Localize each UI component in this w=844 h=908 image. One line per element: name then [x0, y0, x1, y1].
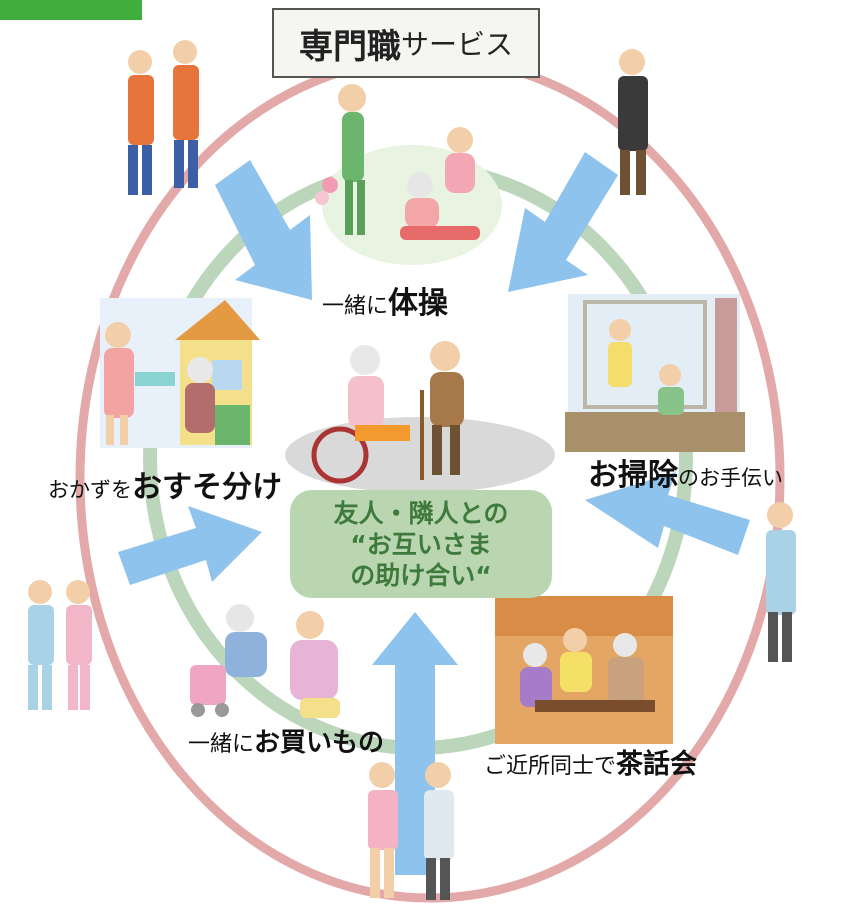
arrow-left [118, 506, 262, 585]
arrow-top-left [215, 160, 312, 300]
share-food-scene-illustration [100, 298, 260, 448]
title-bold: 専門職 [298, 26, 401, 67]
center-line-3: の助け合い“ [350, 560, 492, 590]
arrow-top-right [508, 152, 618, 292]
center-line-1: 友人・隣人との [333, 498, 509, 528]
label-shop-normal: 一緒に [188, 732, 255, 757]
professional-top-right-illustration [618, 49, 648, 195]
label-tea-bold: 茶話会 [616, 749, 698, 780]
shopping-scene-illustration [190, 604, 340, 718]
arrow-bottom [372, 612, 458, 875]
label-clean: お掃除のお手伝い [588, 450, 783, 494]
label-tea-normal: ご近所同士で [484, 754, 617, 779]
label-share-normal: おかずを [48, 478, 132, 502]
caregivers-top-left-illustration [128, 40, 199, 195]
arrow-right [585, 472, 750, 555]
title-box: 専門職サービス [272, 8, 540, 78]
central-couple-illustration [311, 341, 464, 484]
label-shop: 一緒にお買いもの [188, 722, 384, 759]
caregiver-right-illustration [766, 502, 796, 662]
label-exercise-normal: 一緒に [322, 294, 389, 319]
corner-tag [0, 0, 142, 20]
cleaning-scene-illustration [565, 294, 745, 452]
label-exercise: 一緒に体操 [322, 278, 448, 322]
label-tea: ご近所同士で茶話会 [484, 742, 697, 781]
label-share: おかずをおすそ分け [48, 462, 282, 506]
label-exercise-bold: 体操 [388, 286, 449, 321]
nurses-left-illustration [28, 580, 92, 710]
exercise-scene-illustration [315, 84, 502, 265]
label-clean-normal: のお手伝い [678, 466, 783, 490]
title-normal: サービス [400, 28, 513, 61]
label-clean-bold: お掃除 [588, 458, 678, 493]
medical-staff-bottom-illustration [368, 762, 454, 900]
label-share-bold: おすそ分け [132, 470, 282, 505]
label-shop-bold: お買いもの [254, 728, 385, 758]
center-label: 友人・隣人との “お互いさま の助け合い“ [290, 490, 552, 598]
center-line-2: “お互いさま [350, 529, 492, 559]
tea-party-scene-illustration [495, 596, 673, 744]
